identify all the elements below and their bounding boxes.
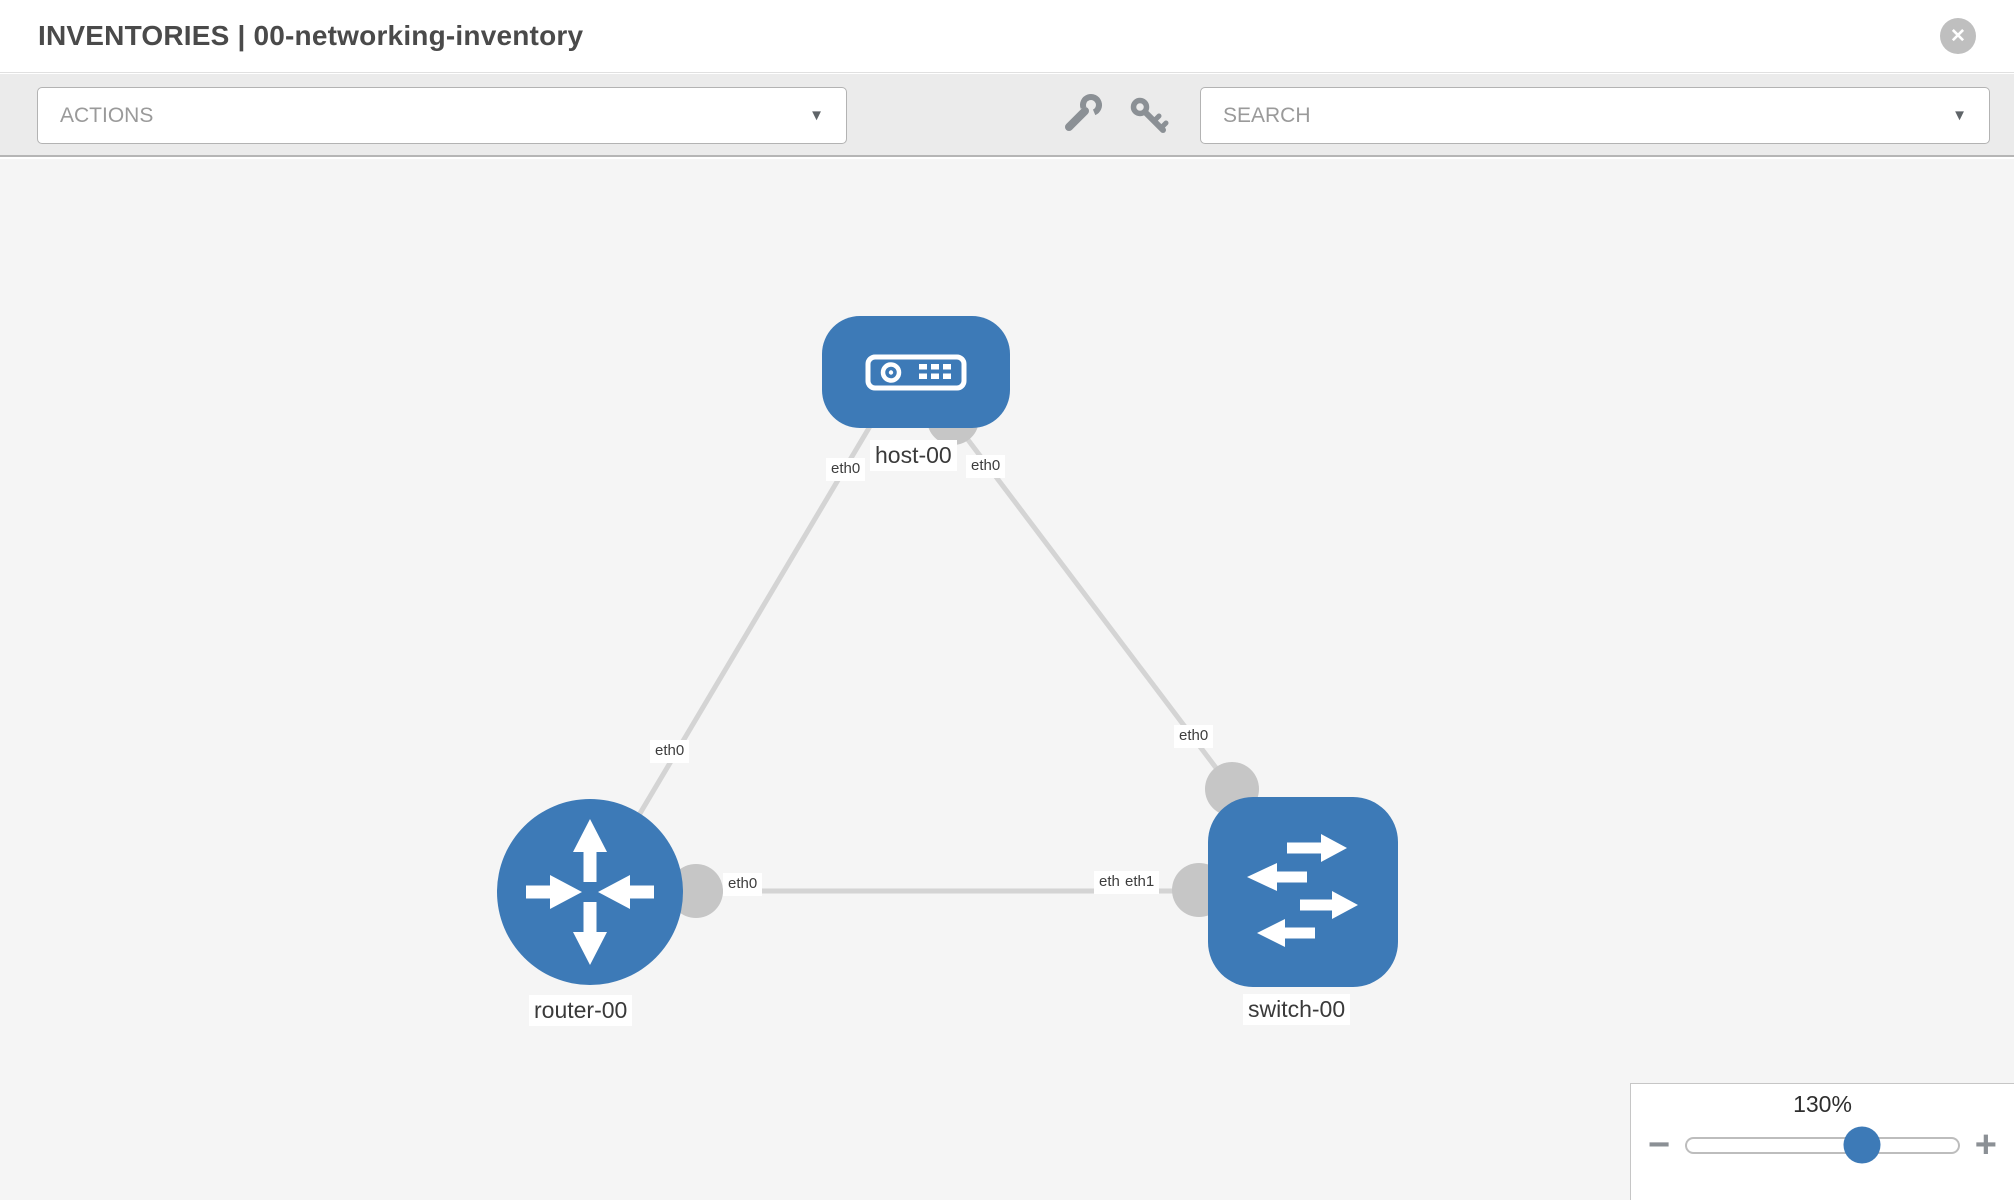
connector-router-eth0 — [669, 864, 723, 918]
zoom-level: 130% — [1793, 1091, 1852, 1117]
zoom-out-button[interactable]: − — [1648, 1123, 1671, 1166]
node-router[interactable] — [497, 799, 683, 985]
switch-icon — [1247, 834, 1358, 947]
edge-host-router — [601, 404, 885, 876]
key-icon — [1130, 97, 1169, 133]
node-label-router: router-00 — [529, 995, 633, 1026]
zoom-in-button[interactable]: + — [1974, 1123, 1997, 1166]
node-host[interactable] — [822, 316, 1010, 428]
edges — [601, 404, 1234, 894]
zoom-slider-row: − + — [1631, 1124, 2014, 1166]
node-label-host: host-00 — [870, 440, 957, 471]
iface-label-router-to-host: eth0 — [650, 740, 690, 763]
chevron-down-icon: ▼ — [809, 107, 824, 124]
actions-dropdown-value: ACTIONS — [60, 103, 154, 127]
actions-dropdown[interactable]: ACTIONS ▼ — [37, 87, 847, 144]
wrench-icon — [1065, 94, 1102, 131]
close-icon: ✕ — [1950, 25, 1966, 47]
toolbar: ACTIONS ▼ SEARCH ▼ — [0, 74, 2014, 157]
chevron-down-icon: ▼ — [1952, 107, 1967, 124]
header: INVENTORIES | 00-networking-inventory ✕ — [0, 0, 2014, 73]
zoom-slider[interactable] — [1685, 1126, 1960, 1164]
iface-label-router-to-switch: eth0 — [723, 873, 763, 896]
iface-label-host-to-router: eth0 — [826, 458, 866, 481]
node-label-switch: switch-00 — [1243, 994, 1351, 1025]
key-button[interactable] — [1130, 97, 1172, 139]
iface-label-switch-to-router: eth1 — [1120, 871, 1160, 894]
connector-dots — [669, 393, 1259, 918]
router-icon — [526, 819, 654, 965]
wrench-button[interactable] — [1062, 93, 1104, 135]
zoom-panel: 130% − + — [1630, 1083, 2014, 1200]
node-switch[interactable] — [1208, 797, 1398, 987]
host-icon — [865, 354, 967, 391]
topology-canvas[interactable] — [0, 159, 2014, 1200]
close-button[interactable]: ✕ — [1940, 18, 1976, 54]
iface-label-switch-to-host: eth0 — [1174, 725, 1214, 748]
zoom-slider-handle[interactable] — [1843, 1126, 1881, 1164]
search-dropdown[interactable]: SEARCH ▼ — [1200, 87, 1990, 144]
search-dropdown-value: SEARCH — [1223, 103, 1311, 127]
iface-label-host-to-switch: eth0 — [966, 455, 1006, 478]
page-title: INVENTORIES | 00-networking-inventory — [38, 20, 584, 51]
